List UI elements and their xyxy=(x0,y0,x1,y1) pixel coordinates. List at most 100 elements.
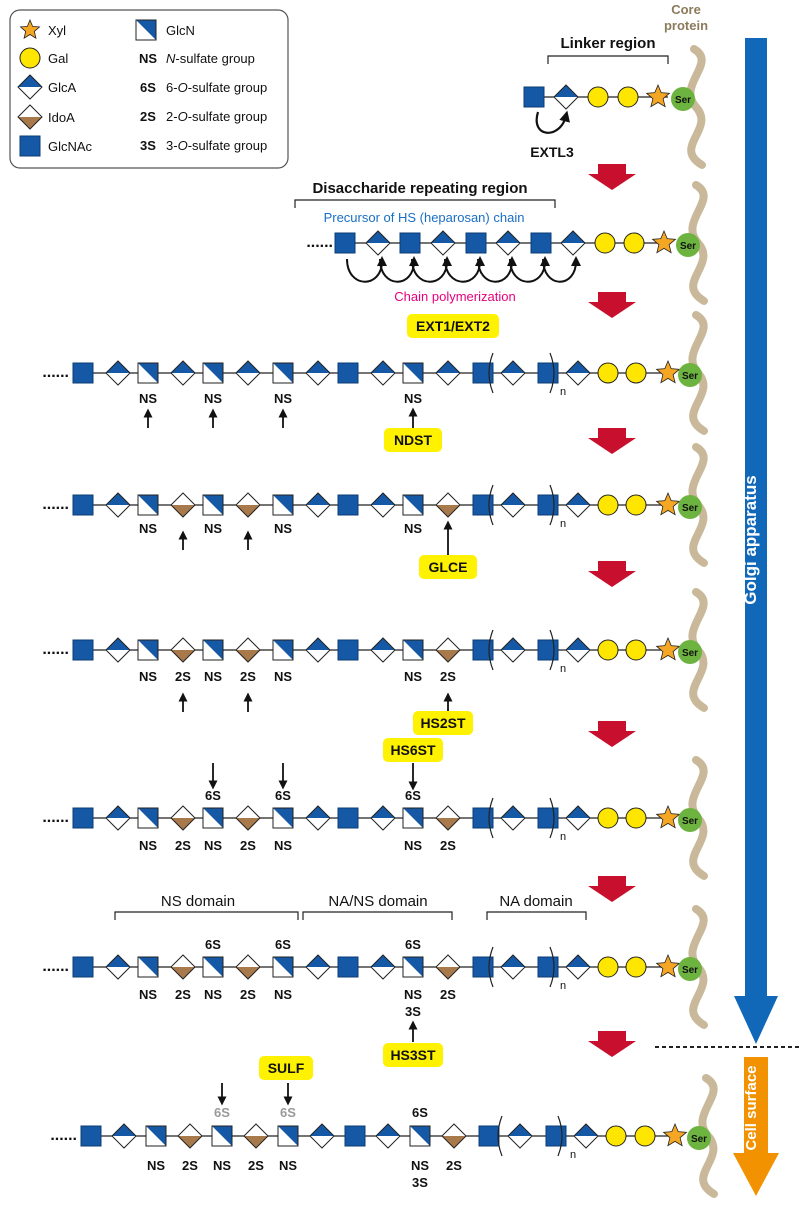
sulfate-label: NS xyxy=(274,987,292,1002)
glcn-fill xyxy=(138,957,158,977)
glca-diamond-icon-top xyxy=(306,638,330,650)
sulfate-label: 6S xyxy=(275,937,291,952)
glca-diamond-icon xyxy=(370,360,396,386)
glcn-fill xyxy=(403,640,423,660)
glca-diamond-icon-bottom xyxy=(496,243,520,255)
glcn-outline xyxy=(272,494,294,516)
idoa-diamond-icon xyxy=(170,492,196,518)
gal-circle-icon xyxy=(597,362,619,384)
glca-diamond-icon-bottom xyxy=(306,818,330,830)
glca-diamond-icon-bottom xyxy=(18,87,42,99)
red-step-arrow-icon xyxy=(588,721,636,747)
glca-diamond-icon-bottom xyxy=(371,650,395,662)
glca-diamond-icon-top xyxy=(501,955,525,967)
glcn-fill xyxy=(138,363,158,383)
sulfate-label: 2S xyxy=(175,838,191,853)
glca-diamond-icon-top xyxy=(431,231,455,243)
glca-diamond-icon-top xyxy=(171,361,195,373)
gal-circle-icon xyxy=(625,639,647,661)
glcn-fill xyxy=(403,363,423,383)
glca-diamond-icon-top xyxy=(371,806,395,818)
sulfate-label: 6S xyxy=(205,788,221,803)
glcnac-square-icon xyxy=(337,807,359,829)
glcn-outline xyxy=(137,956,159,978)
repeat-bracket-right xyxy=(549,484,555,526)
core-protein-label: Core xyxy=(671,2,701,17)
glca-diamond-icon-bottom xyxy=(554,97,578,109)
glcn-fill xyxy=(403,495,423,515)
glca-diamond-icon xyxy=(305,637,331,663)
glca-diamond-icon xyxy=(370,805,396,831)
glcn-outline xyxy=(272,639,294,661)
glca-diamond-icon xyxy=(105,492,131,518)
glcn-outline xyxy=(137,494,159,516)
glcn-outline xyxy=(137,639,159,661)
repeat-bracket-right xyxy=(549,797,555,839)
idoa-diamond-icon xyxy=(243,1123,269,1149)
idoa-diamond-icon xyxy=(435,805,461,831)
idoa-diamond-icon-top xyxy=(18,105,42,117)
glcn-fill xyxy=(146,1126,166,1146)
glca-diamond-icon-bottom xyxy=(112,1136,136,1148)
glca-diamond-icon-bottom xyxy=(171,373,195,385)
glca-diamond-icon-bottom xyxy=(106,650,130,662)
glca-diamond-icon xyxy=(170,360,196,386)
glca-diamond-icon xyxy=(500,805,526,831)
glca-diamond-icon xyxy=(553,84,579,110)
idoa-diamond-icon-top xyxy=(171,806,195,818)
sulfate-label: 2S xyxy=(240,838,256,853)
glca-diamond-icon-bottom xyxy=(306,967,330,979)
gal-circle-icon xyxy=(597,807,619,829)
glcnac-square-icon xyxy=(472,956,494,978)
idoa-diamond-icon-bottom xyxy=(236,650,260,662)
idoa-diamond-icon xyxy=(235,637,261,663)
core-protein-layer xyxy=(686,45,718,1198)
gal-circle-icon xyxy=(623,232,645,254)
na-domain-label: NA domain xyxy=(499,893,572,910)
enzyme-label: GLCE xyxy=(429,559,468,575)
sulfate-label: NS xyxy=(404,521,422,536)
sulfate-label: 6S xyxy=(214,1105,230,1120)
desc-pre: 3- xyxy=(166,138,178,153)
glca-diamond-icon-bottom xyxy=(236,373,260,385)
glca-diamond-icon-bottom xyxy=(566,818,590,830)
glcn-fill xyxy=(138,640,158,660)
idoa-diamond-icon-bottom xyxy=(171,650,195,662)
ser-circle-icon xyxy=(676,233,700,257)
ns-domain-bracket xyxy=(114,911,299,920)
idoa-diamond-icon-bottom xyxy=(442,1136,466,1148)
golgi-arrow-shaft xyxy=(745,38,767,998)
repeat-bracket-left xyxy=(488,797,494,839)
xyl-star-icon xyxy=(655,491,681,516)
xyl-star-icon xyxy=(645,83,671,108)
glca-diamond-icon-top xyxy=(566,806,590,818)
gal-circle-icon xyxy=(634,1125,656,1147)
gal-circle-icon xyxy=(605,1125,627,1147)
ser-label: Ser xyxy=(691,1134,707,1145)
repeat-bracket-left xyxy=(488,484,494,526)
polymerization-arrow-icon xyxy=(509,256,550,283)
glca-diamond-icon-bottom xyxy=(501,650,525,662)
repeat-bracket-right xyxy=(549,629,555,671)
glca-diamond-icon-bottom xyxy=(306,505,330,517)
glca-diamond-icon-bottom xyxy=(366,243,390,255)
glcnac-square-icon xyxy=(537,362,559,384)
idoa-diamond-icon-bottom xyxy=(236,967,260,979)
idoa-diamond-icon xyxy=(170,805,196,831)
desc-italic: N xyxy=(166,51,176,66)
idoa-diamond-icon-top xyxy=(236,806,260,818)
glcnac-square-icon xyxy=(530,232,552,254)
idoa-diamond-icon xyxy=(170,954,196,980)
desc-post: -sulfate group xyxy=(188,109,268,124)
glca-diamond-icon-top xyxy=(436,361,460,373)
glcnac-square-icon xyxy=(472,362,494,384)
glcn-outline xyxy=(202,639,224,661)
glcnac-square-icon xyxy=(334,232,356,254)
glca-diamond-icon-top xyxy=(566,493,590,505)
idoa-diamond-icon-bottom xyxy=(178,1136,202,1148)
glca-diamond-icon-top xyxy=(306,806,330,818)
idoa-diamond-icon-top xyxy=(171,955,195,967)
